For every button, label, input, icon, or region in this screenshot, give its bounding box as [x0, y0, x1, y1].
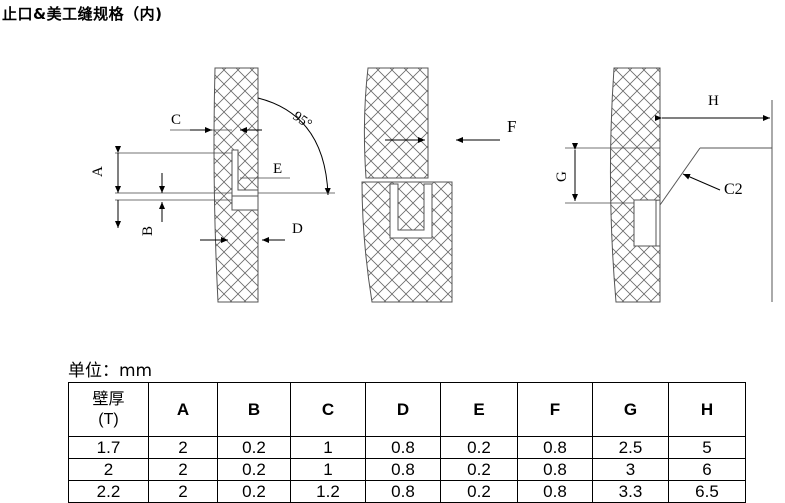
label-g: G — [554, 171, 570, 182]
header-h: H — [668, 382, 746, 437]
figure-groove: F — [361, 67, 516, 303]
label-c2: C2 — [724, 181, 743, 198]
header-f: F — [517, 382, 593, 437]
header-a: A — [148, 382, 218, 437]
label-angle: 95° — [290, 109, 315, 133]
header-g: G — [592, 382, 669, 437]
spec-table: 壁厚 (T) A B C D E F G H 1.7 2 0.2 1 0.8 0… — [68, 382, 746, 503]
table-row: 2.2 2 0.2 1.2 0.8 0.2 0.8 3.3 6.5 — [68, 480, 746, 503]
header-d: D — [365, 382, 441, 437]
label-c: C — [171, 112, 181, 128]
label-e: E — [273, 161, 282, 177]
unit-label: 单位：mm — [68, 361, 153, 381]
table-row: 1.7 2 0.2 1 0.8 0.2 0.8 2.5 5 — [68, 436, 746, 459]
label-b: B — [140, 226, 156, 236]
figure-step-joint: A B C E D 95° — [90, 67, 335, 303]
label-f: F — [507, 117, 516, 136]
label-d: D — [292, 221, 303, 237]
header-c: C — [290, 382, 366, 437]
header-thickness: 壁厚 (T) — [68, 382, 149, 437]
table-row: 2 2 0.2 1 0.8 0.2 0.8 3 6 — [68, 458, 746, 481]
header-b: B — [217, 382, 291, 437]
cross-section-drawings: A B C E D 95° F H G C2 — [90, 67, 773, 303]
label-a: A — [90, 166, 106, 177]
header-e: E — [440, 382, 518, 437]
table-header-row: 壁厚 (T) A B C D E F G H — [68, 382, 746, 437]
page-title: 止口&美工缝规格（内) — [2, 5, 163, 23]
figure-chamfer: H G C2 — [554, 67, 773, 303]
label-h: H — [708, 93, 719, 109]
